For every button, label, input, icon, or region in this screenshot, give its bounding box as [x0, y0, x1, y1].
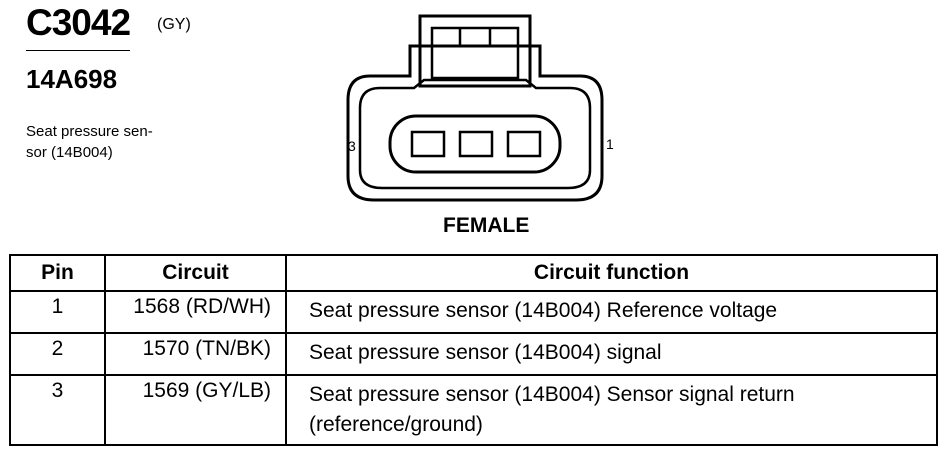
title-divider [26, 50, 130, 51]
circuit-cell: 1570 (TN/BK) [104, 332, 287, 376]
connector-id: C3042 [26, 2, 131, 43]
connector-color: (GY) [157, 16, 191, 33]
latch-key [458, 28, 492, 48]
description-text: Seat pressure sen- sor (14B004) [26, 123, 153, 161]
connector-gender-label: FEMALE [443, 214, 530, 237]
terminal-2 [458, 130, 494, 158]
latch-tab-outer [418, 14, 532, 88]
latch-tab-inner [430, 26, 520, 80]
cavity-frame [388, 114, 562, 174]
terminal-1 [506, 130, 542, 158]
header-circuit-function: Circuit function [285, 254, 938, 292]
pinout-table: Pin Circuit Circuit function 1 1568 (RD/… [9, 254, 938, 446]
table-row: 3 1569 (GY/LB) Seat pressure sensor (14B… [9, 374, 938, 446]
pin-1-label: 1 [606, 136, 614, 152]
table-row: 1 1568 (RD/WH) Seat pressure sensor (14B… [9, 290, 938, 334]
pin-cell: 2 [9, 332, 106, 376]
function-cell: Seat pressure sensor (14B004) signal [285, 332, 938, 376]
housing-inner [358, 78, 592, 190]
function-cell: Seat pressure sensor (14B004) Sensor sig… [285, 374, 938, 446]
connector-face-diagram [346, 14, 604, 202]
pin-3-label: 3 [348, 138, 356, 154]
header-pin: Pin [9, 254, 106, 292]
housing-outer [346, 44, 604, 202]
terminal-3 [410, 130, 446, 158]
connector-description: Seat pressure sen- sor (14B004) [26, 121, 196, 163]
table-row: 2 1570 (TN/BK) Seat pressure sensor (14B… [9, 332, 938, 376]
function-cell: Seat pressure sensor (14B004) Reference … [285, 290, 938, 334]
pin-cell: 1 [9, 290, 106, 334]
circuit-cell: 1568 (RD/WH) [104, 290, 287, 334]
part-number: 14A698 [26, 64, 118, 94]
table-header-row: Pin Circuit Circuit function [9, 254, 938, 292]
header-circuit: Circuit [104, 254, 287, 292]
circuit-cell: 1569 (GY/LB) [104, 374, 287, 446]
pin-cell: 3 [9, 374, 106, 446]
